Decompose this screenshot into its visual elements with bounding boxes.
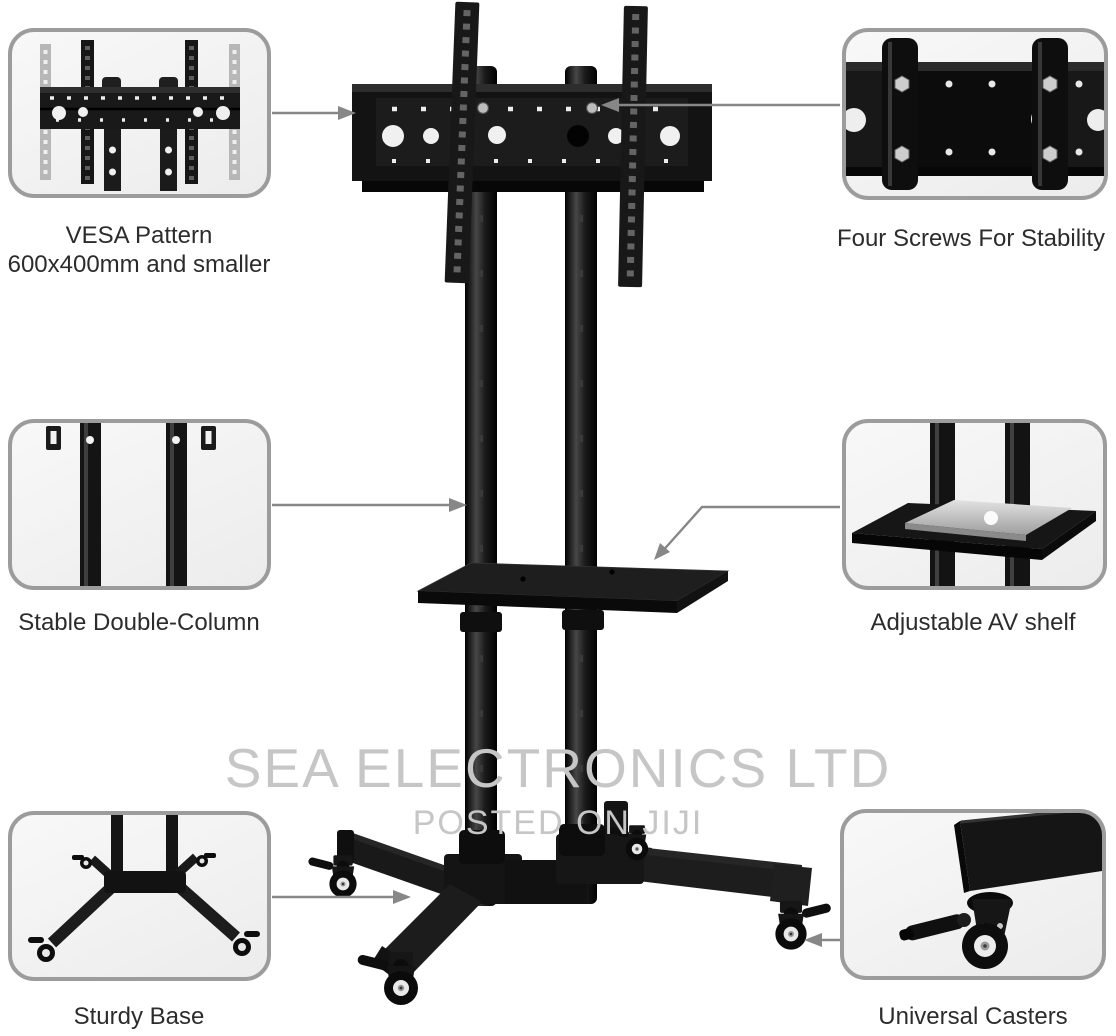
watermark-line-2: POSTED ON JIJI — [412, 804, 704, 842]
sturdy-base-illustration — [28, 815, 260, 962]
connector-arrow-vesa — [338, 106, 356, 120]
inset-four-screws — [842, 28, 1108, 200]
vesa-pattern-illustration — [40, 40, 240, 191]
connector-line-av-shelf — [659, 505, 840, 555]
inset-sturdy-base — [8, 811, 271, 981]
av-shelf — [416, 562, 730, 632]
caption-universal-casters: Universal Casters — [828, 1002, 1116, 1031]
caster-wheel — [307, 855, 357, 898]
caption-av-shelf: Adjustable AV shelf — [828, 608, 1116, 637]
connector-arrow-casters — [804, 933, 822, 947]
vesa-rail-right — [618, 5, 648, 288]
base — [337, 801, 812, 986]
universal-casters-illustration — [899, 813, 1102, 969]
caption-line: Universal Casters — [878, 1003, 1068, 1030]
caster-wheel — [775, 900, 832, 950]
caption-line: Stable Double-Column — [18, 609, 260, 636]
connector-arrow-base — [393, 890, 411, 904]
caption-sturdy-base: Sturdy Base — [0, 1002, 278, 1031]
tv-cart — [307, 1, 832, 1005]
caption-line: VESA Pattern — [65, 222, 213, 249]
caption-four-screws: Four Screws For Stability — [826, 224, 1116, 253]
caption-double-column: Stable Double-Column — [0, 608, 278, 637]
connector-arrow-double-column — [449, 498, 467, 512]
callout-connectors — [272, 98, 840, 947]
inset-av-shelf — [842, 419, 1107, 590]
brake-lever — [899, 914, 965, 941]
inset-universal-casters — [840, 809, 1106, 980]
caption-line: Sturdy Base — [73, 1003, 205, 1030]
connector-arrow-av-shelf — [654, 543, 670, 560]
caption-line: Four Screws For Stability — [836, 225, 1106, 252]
double-column-illustration — [46, 423, 216, 586]
connector-arrow-screws — [601, 98, 619, 112]
inset-vesa-pattern — [8, 28, 271, 198]
apple-logo-icon — [984, 511, 998, 525]
av-shelf-illustration — [852, 423, 1096, 586]
four-screws-illustration — [846, 38, 1104, 190]
double-columns — [465, 66, 597, 906]
vesa-rail-left — [444, 1, 480, 284]
watermark-line-1: SEA ELECTRONICS LTD — [224, 737, 892, 799]
mount-bracket — [352, 84, 712, 192]
inset-double-column — [8, 419, 271, 590]
caption-line: Adjustable AV shelf — [870, 609, 1076, 636]
caption-vesa-pattern: VESA Pattern 600x400mm and smaller — [0, 221, 278, 279]
caption-line: 600x400mm and smaller — [7, 251, 271, 278]
